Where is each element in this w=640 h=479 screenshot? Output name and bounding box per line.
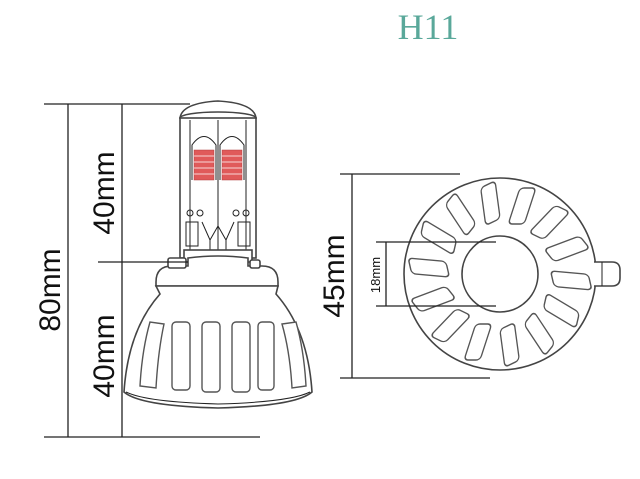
radial-fins [408,181,592,367]
led-chip-left [193,149,215,181]
radial-fin [545,236,589,262]
radial-fin [464,323,492,361]
radial-fin [446,193,476,236]
diagram-title: H11 [398,7,459,47]
dim-label-80mm: 80mm [34,248,67,331]
radial-fin [508,187,536,225]
led-column [179,100,257,263]
radial-fin [431,309,470,343]
radial-fin [480,181,501,225]
radial-fin [543,293,580,328]
bulb-neck [155,255,279,287]
bulb-side-view [123,100,313,409]
radial-fin [524,312,554,355]
heat-sink [123,285,313,409]
led-chip-right [221,149,243,181]
dimension-lines-right [340,173,496,379]
bulb-bottom-view [403,177,621,371]
radial-fin [550,270,592,291]
radial-fin [408,257,450,278]
dim-label-40mm-lower: 40mm [88,314,121,397]
center-hole [461,235,539,313]
dim-label-40mm-upper: 40mm [88,151,121,234]
dim-label-45mm: 45mm [318,234,351,317]
radial-fin [499,323,520,367]
radial-fin [420,220,457,255]
dim-label-18mm: 18mm [368,257,383,293]
dimension-lines-left [44,103,260,438]
radial-fin [530,205,569,239]
